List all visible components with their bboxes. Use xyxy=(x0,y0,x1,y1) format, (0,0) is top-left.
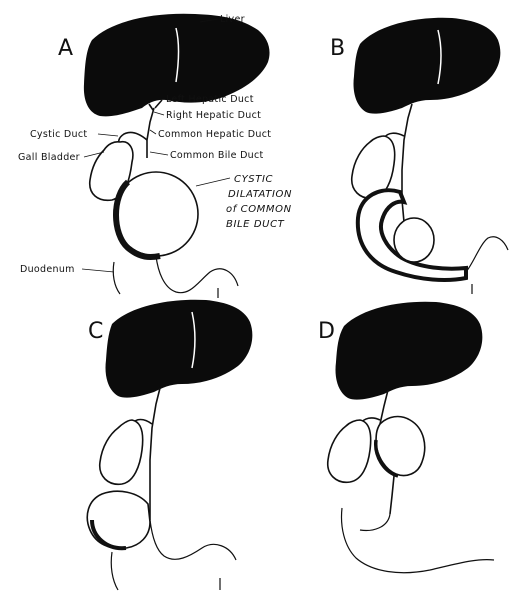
label-left-hepatic-duct: Left Hepatic Duct xyxy=(166,94,254,105)
label-right-hepatic-duct: Right Hepatic Duct xyxy=(166,110,261,121)
label-gall-bladder: Gall Bladder xyxy=(18,152,80,163)
liver-c xyxy=(106,300,253,398)
liver-b xyxy=(354,18,501,114)
label-cystic-line1: CYSTIC xyxy=(234,174,273,185)
common-duct-c xyxy=(150,388,160,520)
panel-letter-d: D xyxy=(318,319,335,344)
gall-bladder-c xyxy=(100,420,143,484)
duodenum-d xyxy=(360,514,390,530)
label-common-bile-duct: Common Bile Duct xyxy=(170,150,264,161)
label-duodenum: Duodenum xyxy=(20,264,75,275)
label-liver: Liver xyxy=(220,14,245,25)
panel-letter-a: A xyxy=(58,36,73,61)
panel-letter-b: B xyxy=(330,36,345,61)
panel-letter-c: C xyxy=(88,319,103,344)
label-cystic-line4: BILE DUCT xyxy=(226,219,285,230)
panel-b: B xyxy=(330,18,508,294)
label-common-hepatic-duct: Common Hepatic Duct xyxy=(158,129,271,140)
panel-d: D xyxy=(318,302,494,573)
duodenum-c xyxy=(150,520,236,560)
label-cystic-line2: DILATATION xyxy=(228,189,292,200)
panel-a: A Liver Left Hepatic Duct Right Hepatic … xyxy=(18,14,292,298)
duodenum-a xyxy=(156,256,238,293)
label-cystic-duct: Cystic Duct xyxy=(30,129,87,140)
gall-bladder-d xyxy=(328,420,371,482)
label-cystic-line3: of COMMON xyxy=(226,204,292,215)
duodenum-b xyxy=(466,237,508,272)
liver-d xyxy=(336,302,483,400)
cystic-dilatation-c xyxy=(87,491,150,548)
panel-c: C xyxy=(87,300,252,590)
cyst-bulb-b xyxy=(394,218,434,262)
